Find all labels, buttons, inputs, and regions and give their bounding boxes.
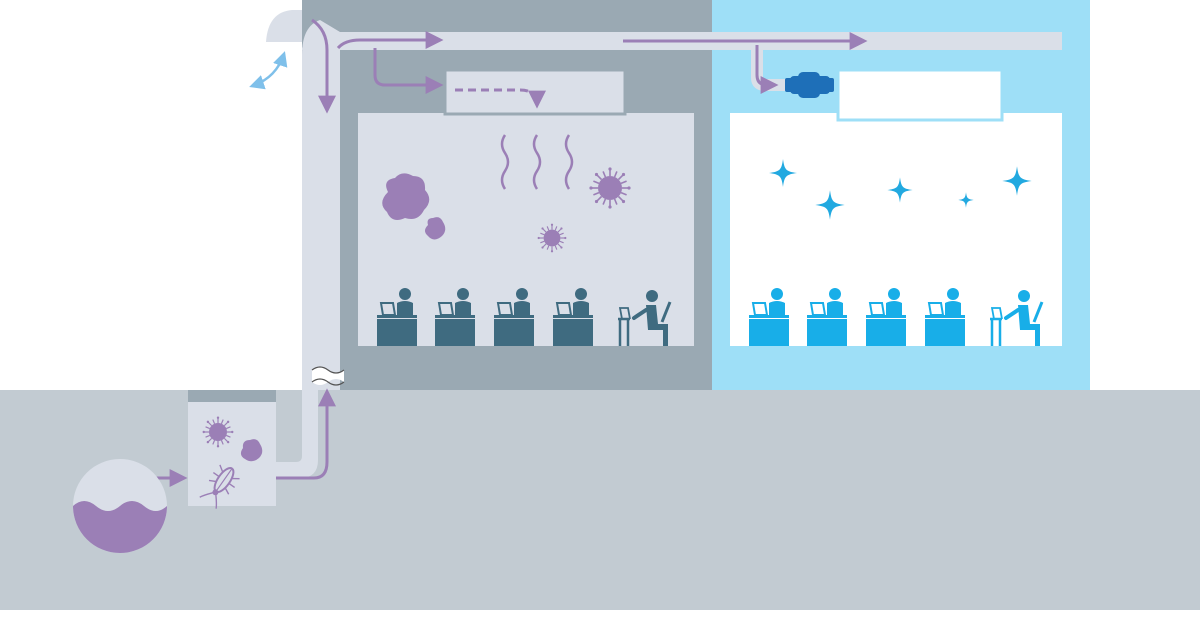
underground-filter-box-cap: [188, 390, 276, 402]
exhaust-hood-icon: [266, 10, 302, 42]
underground-filter-box: [188, 402, 276, 506]
pipe-break-icon: [311, 366, 345, 386]
air-handler-unit: [443, 68, 627, 116]
virus-icon: [588, 166, 632, 210]
virus-icon: [537, 223, 567, 253]
vent-airflow-arrow: [249, 51, 288, 90]
cockroach-icon: [199, 464, 240, 509]
virus-icon: [201, 415, 235, 449]
dust-cloud-icon: [382, 173, 446, 240]
dust-icon: [240, 439, 263, 462]
odor-waves-icon: [500, 134, 574, 190]
ground: [0, 390, 1200, 610]
water-tank-icon: [73, 459, 167, 553]
air-handler-flow-arrow: [455, 88, 546, 109]
clean-air-unit: [836, 68, 1004, 122]
air-filter-unit-icon: [785, 72, 834, 98]
